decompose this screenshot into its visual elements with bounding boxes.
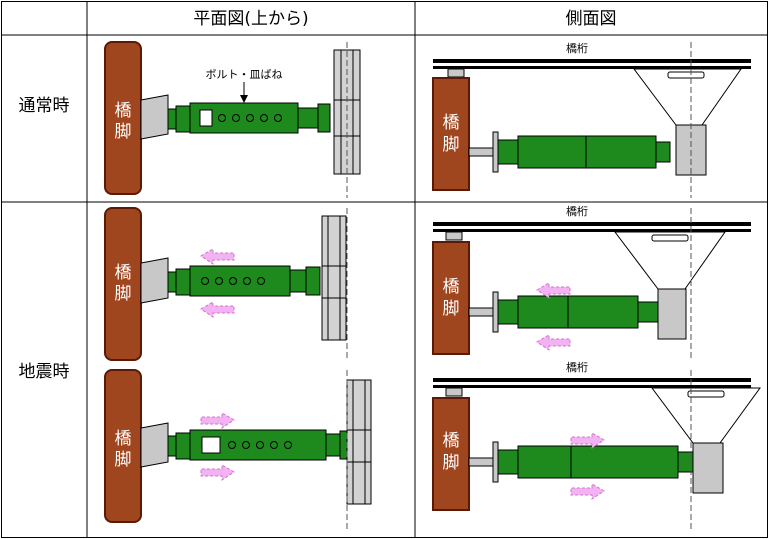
damper-body	[189, 265, 291, 297]
motion-arrow-right	[570, 483, 605, 500]
pier-label-char1: 橋	[115, 263, 132, 283]
pier-label-char1: 橋	[115, 429, 132, 449]
pier-label-char1: 橋	[443, 277, 460, 297]
girder-flange	[346, 379, 372, 505]
motion-arrow-left	[200, 301, 235, 318]
plan-quake-extend: 橋 脚	[104, 369, 372, 532]
side-view-header: 側面図	[566, 9, 617, 29]
bolt-row	[218, 114, 282, 122]
motion-arrow-left	[536, 282, 571, 299]
side-normal: 橋桁 橋 脚	[432, 41, 751, 198]
pier-label-char2: 脚	[443, 299, 460, 319]
damper-slot	[199, 109, 213, 127]
plan-view-header: 平面図(上から)	[193, 9, 308, 29]
girder-flange	[321, 215, 347, 341]
end-block	[657, 288, 687, 340]
row-label-normal: 通常時	[19, 96, 70, 116]
pier-label-char1: 橋	[115, 101, 132, 121]
girder-label: 橋桁	[566, 204, 588, 218]
damper-slot	[201, 436, 221, 454]
bolt-row	[201, 277, 265, 285]
bearing	[447, 68, 465, 78]
motion-arrow-left	[200, 248, 235, 265]
pier-label-char2: 脚	[115, 122, 132, 142]
bearing	[445, 231, 463, 241]
girder-deck	[433, 378, 751, 382]
pier-block	[432, 241, 470, 355]
bolt-spring-label: ボルト・皿ばね	[206, 68, 283, 81]
motion-arrow-right	[200, 412, 235, 429]
side-quake-extend: 橋桁 橋 脚	[432, 360, 761, 532]
pier-label-char1: 橋	[443, 113, 460, 133]
plan-quake-compress: 橋 脚	[104, 207, 348, 361]
row-label-earthquake: 地震時	[19, 362, 70, 382]
pier-label-char1: 橋	[443, 431, 460, 451]
bearing	[445, 387, 463, 397]
motion-arrow-left	[536, 334, 571, 351]
damper-rod	[167, 108, 177, 130]
base-plate	[140, 422, 169, 468]
side-quake-compress: 橋桁 橋 脚	[432, 204, 751, 360]
girder-deck	[433, 222, 751, 226]
damper-clevis	[175, 105, 191, 133]
damper-end	[297, 107, 319, 129]
pier-block	[432, 77, 470, 191]
end-block	[692, 442, 724, 494]
bolt-row	[228, 441, 292, 449]
motion-arrow-right	[200, 464, 235, 481]
pier-block	[432, 397, 470, 511]
girder-label: 橋桁	[566, 41, 588, 55]
plan-normal: 橋 脚 ボルト・皿ばね	[104, 41, 361, 198]
base-plate	[140, 94, 169, 140]
girder-deck	[433, 59, 751, 63]
pier-label-char2: 脚	[443, 135, 460, 155]
base-plate	[140, 257, 169, 304]
pier-label-char2: 脚	[115, 450, 132, 470]
pier-label-char2: 脚	[115, 284, 132, 304]
girder-label: 橋桁	[566, 360, 588, 374]
motion-arrow-right	[570, 432, 605, 449]
damper-clevis-end	[317, 103, 331, 133]
pier-label-char2: 脚	[443, 453, 460, 473]
